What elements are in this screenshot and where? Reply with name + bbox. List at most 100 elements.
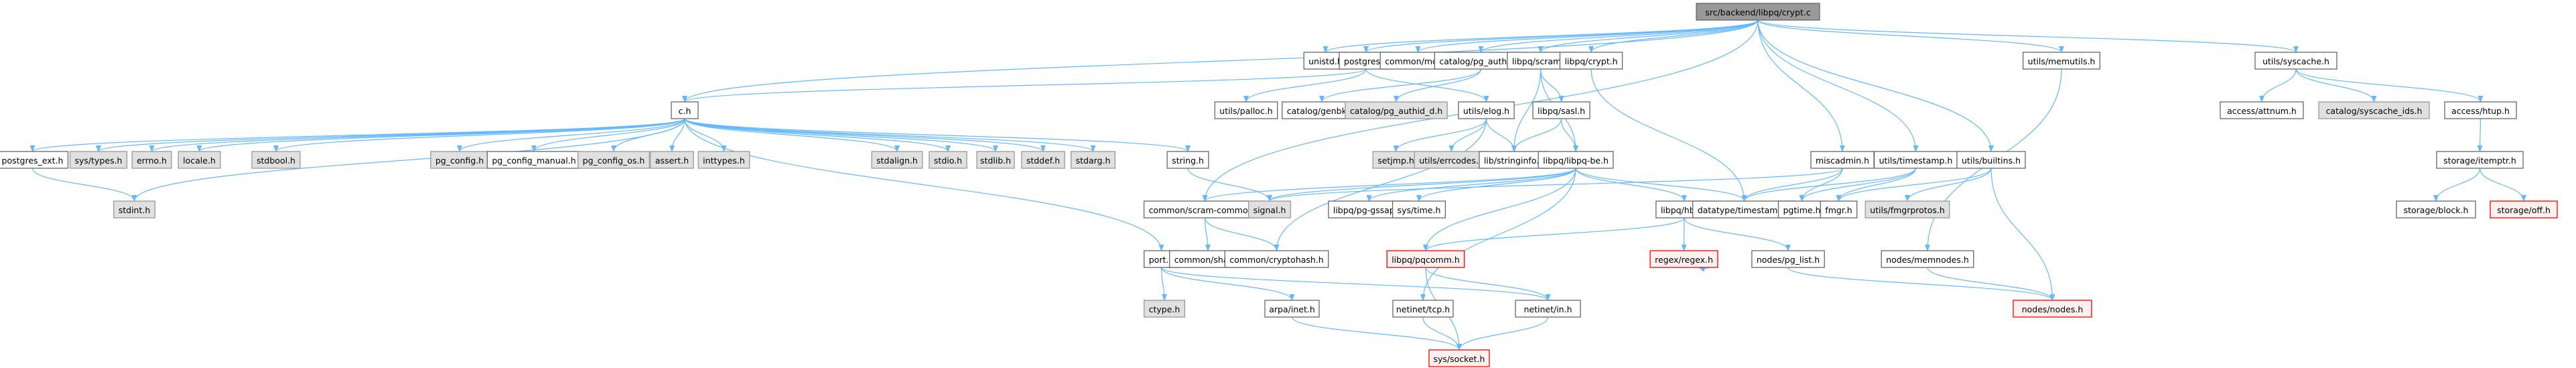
node-regex-regex-h[interactable]: regex/regex.h [1649, 250, 1718, 268]
node-label: nodes/pg_list.h [1757, 255, 1820, 265]
node-box [1247, 200, 1292, 219]
node-c-h[interactable]: c.h [671, 101, 699, 119]
edge-postgres-to-palloc [1243, 68, 1367, 103]
node-pgtime-h[interactable]: pgtime.h [1777, 200, 1826, 219]
edge-root-to-scram [1538, 19, 1759, 53]
edge-c-to-stddef [684, 118, 1046, 152]
node-pg-config-h: pg_config.h [430, 151, 489, 169]
node-box [1956, 151, 2026, 169]
edge-libpq_be-to-gssapi [1366, 168, 1576, 202]
node-fmgr-h[interactable]: fmgr.h [1820, 200, 1858, 219]
edge-pg_list-to-nodes [1787, 267, 2055, 301]
node-box [1414, 151, 1489, 169]
node-utils-timestamp-h[interactable]: utils/timestamp.h [1873, 151, 1958, 169]
edge-timestamp_u-to-fmgr [1836, 168, 1917, 202]
node-storage-off-h[interactable]: storage/off.h [2490, 200, 2558, 219]
node-access-attnum-h[interactable]: access/attnum.h [2220, 101, 2304, 119]
node-box [1143, 200, 1267, 219]
node-box [1751, 250, 1825, 268]
node-box [1264, 300, 1320, 318]
edge-libpq_be-to-netinet_tcp [1420, 168, 1576, 301]
node-miscadmin-h[interactable]: miscadmin.h [1810, 151, 1875, 169]
edge-postgres-to-elog [1365, 68, 1489, 103]
node-arpa-inet-h[interactable]: arpa/inet.h [1264, 300, 1320, 318]
node-lib-stringinfo-h[interactable]: lib/stringinfo.h [1479, 151, 1550, 169]
node-box [1458, 101, 1515, 119]
edge-libpq_be-to-dt_timestamp [1575, 168, 1747, 202]
node-label: stdbool.h [257, 156, 295, 166]
edge-c-to-stdint [131, 118, 685, 202]
node-libpq-sasl-h[interactable]: libpq/sasl.h [1532, 101, 1590, 119]
edge-scram-to-sasl [1540, 68, 1564, 103]
edge-c-to-stdarg [684, 118, 1096, 152]
node-common-scram-common-h[interactable]: common/scram-common.h [1143, 200, 1267, 219]
node-box [1559, 52, 1623, 70]
node-label: sys/time.h [1398, 205, 1441, 215]
node-libpq-pqcomm-h[interactable]: libpq/pqcomm.h [1386, 250, 1465, 268]
edge-scram_common-to-cryptohash [1204, 217, 1280, 251]
edge-pg_authid-to-genbki [1319, 68, 1482, 103]
node-utils-palloc-h[interactable]: utils/palloc.h [1214, 101, 1278, 119]
node-utils-elog-h[interactable]: utils/elog.h [1458, 101, 1515, 119]
node-libpq-crypt-h[interactable]: libpq/crypt.h [1559, 52, 1623, 70]
node-sys-time-h[interactable]: sys/time.h [1392, 200, 1446, 219]
node-box [650, 151, 694, 169]
edge-builtins-to-fmgrprotos [1905, 168, 1992, 202]
node-label: lib/stringinfo.h [1484, 156, 1544, 166]
node-stddef-h: stddef.h [1021, 151, 1065, 169]
node-box [1428, 349, 1490, 367]
node-nodes-memnodes-h[interactable]: nodes/memnodes.h [1881, 250, 1974, 268]
edge-root-to-crypt [1588, 19, 1759, 53]
node-access-htup-h[interactable]: access/htup.h [2444, 101, 2517, 119]
node-ctype-h: ctype.h [1143, 300, 1186, 318]
node-libpq-libpq-be-h[interactable]: libpq/libpq-be.h [1538, 151, 1614, 169]
edge-libpq_be-to-sys_time [1416, 168, 1576, 202]
node-box [430, 151, 489, 169]
node-utils-fmgrprotos-h: utils/fmgrprotos.h [1865, 200, 1950, 219]
node-nodes-pg-list-h[interactable]: nodes/pg_list.h [1751, 250, 1825, 268]
node-box [251, 151, 301, 169]
node-signal-h: signal.h [1247, 200, 1292, 219]
node-string-h[interactable]: string.h [1166, 151, 1209, 169]
node-label: libpq/libpq-be.h [1543, 156, 1609, 166]
node-pg-config-manual-h[interactable]: pg_config_manual.h [486, 151, 582, 169]
node-src-backend-libpq-crypt-c[interactable]: src/backend/libpq/crypt.c [1696, 3, 1820, 21]
node-utils-memutils-h[interactable]: utils/memutils.h [2022, 52, 2101, 70]
node-box [2254, 52, 2337, 70]
node-label: utils/fmgrprotos.h [1870, 205, 1945, 215]
node-label: locale.h [183, 156, 216, 166]
node-label: stddef.h [1026, 156, 1060, 166]
edge-root-to-postgres [1363, 19, 1759, 53]
edge-itemptr-to-off [2479, 168, 2526, 202]
node-sys-socket-h[interactable]: sys/socket.h [1428, 349, 1490, 367]
edge-libpq_be-to-hba [1575, 168, 1687, 202]
edge-sasl-to-libpq_be [1560, 118, 1578, 152]
edge-crypt-to-dt_timestamp [1590, 68, 1747, 202]
node-label: libpq/scram.h [1512, 56, 1569, 66]
node-box [2013, 300, 2092, 318]
node-common-cryptohash-h[interactable]: common/cryptohash.h [1224, 250, 1329, 268]
node-label: stdint.h [119, 205, 151, 215]
edge-root-to-md5 [1415, 19, 1759, 53]
node-utils-syscache-h[interactable]: utils/syscache.h [2254, 52, 2337, 70]
node-storage-block-h[interactable]: storage/block.h [2396, 200, 2476, 219]
node-postgres-ext-h[interactable]: postgres_ext.h [0, 151, 69, 169]
node-box [578, 151, 650, 169]
node-nodes-nodes-h[interactable]: nodes/nodes.h [2013, 300, 2092, 318]
node-box [697, 151, 750, 169]
node-netinet-tcp-h[interactable]: netinet/tcp.h [1392, 300, 1454, 318]
node-label: stdlib.h [980, 156, 1011, 166]
node-label: nodes/memnodes.h [1886, 255, 1969, 265]
node-netinet-in-h[interactable]: netinet/in.h [1515, 300, 1581, 318]
node-label: stdalign.h [876, 156, 918, 166]
node-box [1345, 101, 1448, 119]
node-storage-itemptr-h[interactable]: storage/itemptr.h [2436, 151, 2524, 169]
edge-elog-to-stringinfo [1485, 118, 1517, 152]
edge-syscache-to-syscache_ids [2295, 68, 2377, 103]
node-sys-types-h: sys/types.h [69, 151, 128, 169]
node-box [1392, 200, 1446, 219]
node-utils-builtins-h[interactable]: utils/builtins.h [1956, 151, 2026, 169]
node-port-h[interactable]: port.h [1144, 250, 1179, 268]
edge-c-to-stdalign [684, 118, 900, 152]
node-box [1166, 151, 1209, 169]
